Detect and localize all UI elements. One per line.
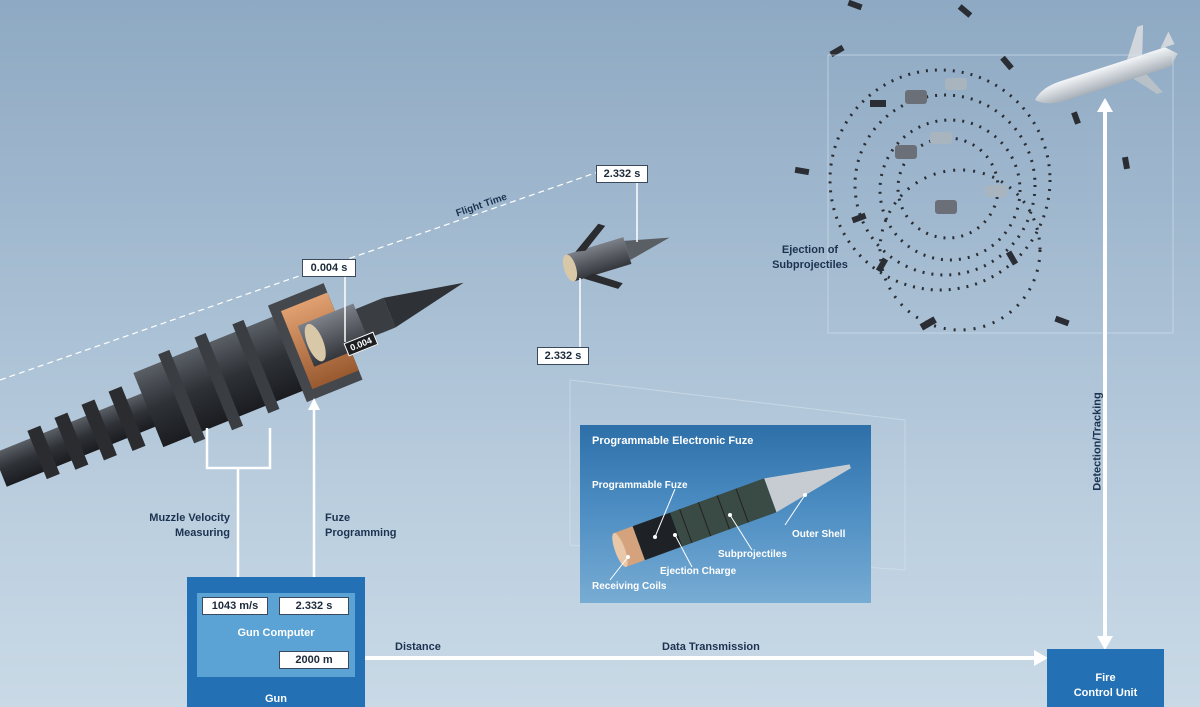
programmed-time-value: 2.332 s	[279, 597, 349, 615]
gun-label: Gun	[265, 693, 287, 705]
muzzle-velocity-label: Muzzle Velocity Measuring	[149, 512, 230, 539]
label-receiving-coils: Receiving Coils	[592, 581, 667, 592]
gun-barrel	[0, 282, 464, 487]
inset-title: Programmable Electronic Fuze	[592, 435, 754, 447]
flight-path-line	[0, 171, 599, 381]
label-programmable-fuze: Programmable Fuze	[592, 480, 688, 491]
muzzle-velocity-value: 1043 m/s	[202, 597, 268, 615]
detection-tracking-label: Detection/Tracking	[1091, 392, 1104, 491]
time-end-bottom-box: 2.332 s	[537, 347, 589, 365]
gun-panel: 1043 m/s 2.332 s Gun Computer 2000 m Gun	[187, 577, 365, 707]
midflight-shell	[562, 223, 670, 289]
fuze-programming-label: Fuze Programming	[325, 512, 397, 539]
time-start-box: 0.004 s	[302, 259, 356, 277]
label-ejection-charge: Ejection Charge	[660, 566, 737, 577]
distance-label: Distance	[395, 641, 441, 653]
fire-control-unit-label: Fire Control Unit	[1073, 672, 1138, 699]
subprojectile-cloud	[794, 0, 1130, 332]
data-transmission-label: Data Transmission	[662, 641, 760, 653]
label-subprojectiles: Subprojectiles	[718, 549, 787, 560]
fuze-inset: Programmable Electronic Fuze Programmabl…	[580, 425, 871, 603]
label-outer-shell: Outer Shell	[792, 529, 846, 540]
gun-computer-label: Gun Computer	[237, 627, 315, 639]
distance-value: 2000 m	[279, 651, 349, 669]
target-missile	[1035, 24, 1178, 104]
ejection-label: Ejection of Subprojectiles	[772, 244, 848, 271]
time-end-top-box: 2.332 s	[596, 165, 648, 183]
fuze-illustration	[609, 464, 851, 581]
fire-control-unit-panel: Fire Control Unit	[1047, 649, 1164, 707]
gun-computer-panel: 1043 m/s 2.332 s Gun Computer 2000 m	[197, 593, 355, 677]
